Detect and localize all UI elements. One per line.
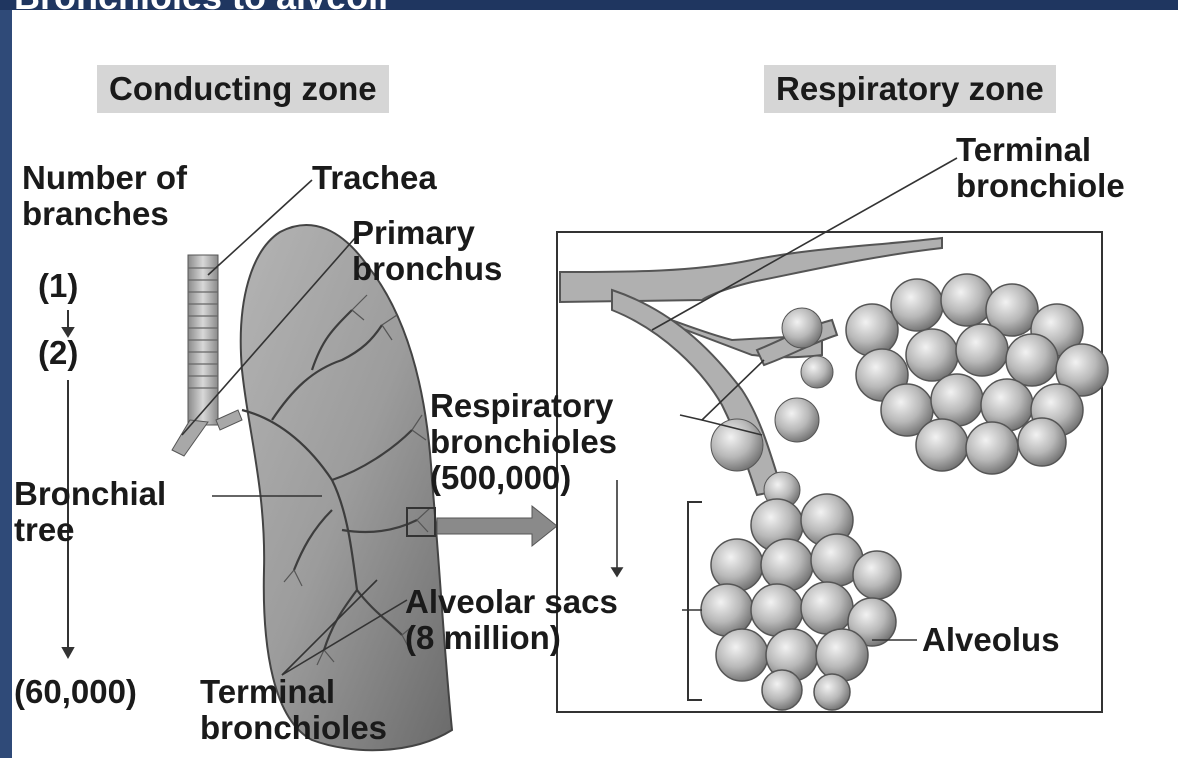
respiratory-bronchioles-line-1: Respiratory [430, 388, 617, 424]
alveolus-label: Alveolus [922, 622, 1060, 658]
terminal-bronchiole-label: Terminal bronchiole [956, 132, 1125, 204]
bronchial-tree-label: Bronchial tree [14, 476, 166, 548]
primary-bronchus-line-1: Primary [352, 215, 502, 251]
slide-title-bar: Bronchioles to alveoli [0, 0, 1178, 10]
terminal-bronchioles-line-2: bronchioles [200, 710, 387, 746]
diagram-canvas: Conducting zone Respiratory zone Number … [12, 10, 1178, 758]
zoom-arrow [437, 506, 557, 546]
number-of-branches-line-2: branches [22, 196, 187, 232]
primary-bronchus-line-2: bronchus [352, 251, 502, 287]
primary-bronchus-label: Primary bronchus [352, 215, 502, 287]
alveolar-sacs-line-1: Alveolar sacs [405, 584, 618, 620]
trachea-label: Trachea [312, 160, 437, 196]
number-of-branches-label: Number of branches [22, 160, 187, 232]
respiratory-bronchiole-alveolus-2 [775, 398, 819, 442]
slide-left-bar [0, 0, 12, 758]
respiratory-zone-label: Respiratory zone [764, 65, 1056, 113]
bronchial-tree-line-1: Bronchial [14, 476, 166, 512]
branch-count-60000: (60,000) [14, 674, 137, 710]
branch-count-2: (2) [38, 335, 78, 371]
slide-title: Bronchioles to alveoli [14, 0, 388, 10]
terminal-bronchioles-line-1: Terminal [200, 674, 387, 710]
trachea-illustration [172, 255, 242, 456]
alveolar-sacs-label: Alveolar sacs (8 million) [405, 584, 618, 656]
conducting-zone-label: Conducting zone [97, 65, 389, 113]
respiratory-bronchioles-line-2: bronchioles [430, 424, 617, 460]
branch-count-1: (1) [38, 268, 78, 304]
bronchial-tree-line-2: tree [14, 512, 166, 548]
alveolar-sacs-count: (8 million) [405, 620, 618, 656]
terminal-bronchiole-line-2: bronchiole [956, 168, 1125, 204]
respiratory-bronchioles-count: (500,000) [430, 460, 617, 496]
terminal-bronchiole-line-1: Terminal [956, 132, 1125, 168]
respiratory-bronchiole-alveolus-1 [711, 419, 763, 471]
respiratory-bronchioles-label: Respiratory bronchioles (500,000) [430, 388, 617, 496]
lung-illustration [241, 225, 452, 750]
number-of-branches-line-1: Number of [22, 160, 187, 196]
terminal-bronchioles-label: Terminal bronchioles [200, 674, 387, 746]
